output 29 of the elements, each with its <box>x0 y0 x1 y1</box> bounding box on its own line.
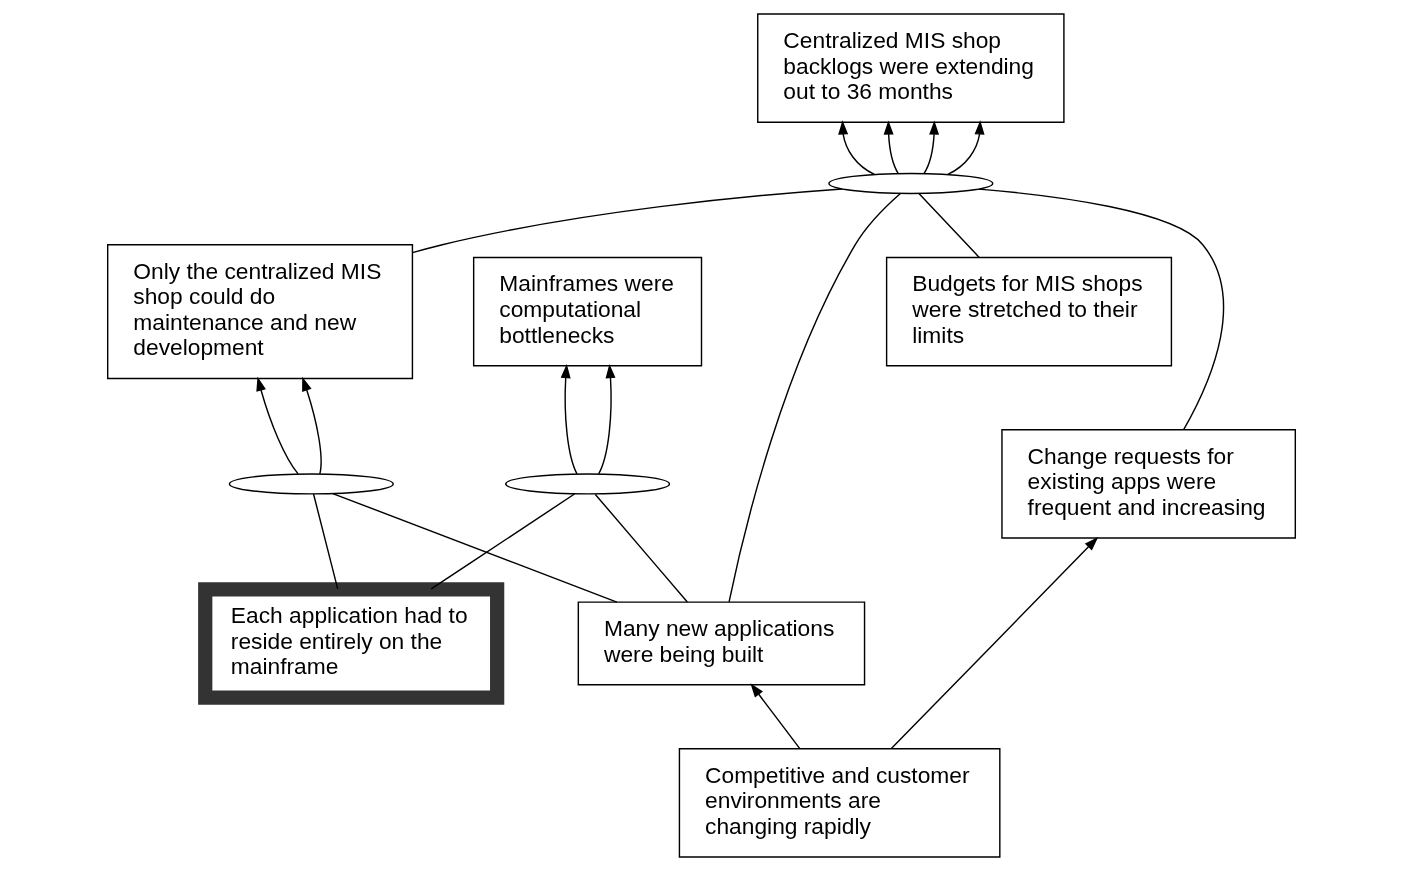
arrow <box>256 376 299 475</box>
arrow <box>560 363 578 475</box>
connector <box>430 493 576 590</box>
connector <box>728 192 902 603</box>
node-box: Change requests for existing apps were frequent and increasing <box>1001 429 1296 539</box>
connector <box>332 492 618 603</box>
arrow <box>923 120 940 175</box>
node-box: Many new applications were being built <box>577 601 866 686</box>
node-box: Only the centralized MIS shop could do maintenance and new development <box>107 244 414 380</box>
node-box: Mainframes were computational bottlenecks <box>472 256 703 367</box>
arrow <box>947 120 985 176</box>
node-ellipse <box>828 172 994 195</box>
node-ellipse <box>228 473 394 495</box>
arrow <box>750 683 801 750</box>
connector <box>978 188 1225 431</box>
arrow <box>597 363 616 475</box>
arrow <box>890 536 1099 750</box>
connector <box>312 493 339 590</box>
node-box: Each application had to reside entirely on the mainframe <box>198 582 505 705</box>
node-box: Budgets for MIS shops were stretched to their limits <box>885 256 1173 367</box>
node-box: Centralized MIS shop backlogs were extending out to 36 months <box>757 13 1065 123</box>
arrow <box>883 120 899 175</box>
node-box: Competitive and customer environments are changing rapidly <box>678 748 1001 858</box>
connector <box>918 192 980 259</box>
node-ellipse <box>505 473 671 495</box>
arrow <box>838 120 876 176</box>
connector <box>411 188 843 254</box>
connector <box>594 493 689 603</box>
arrow <box>302 376 322 475</box>
